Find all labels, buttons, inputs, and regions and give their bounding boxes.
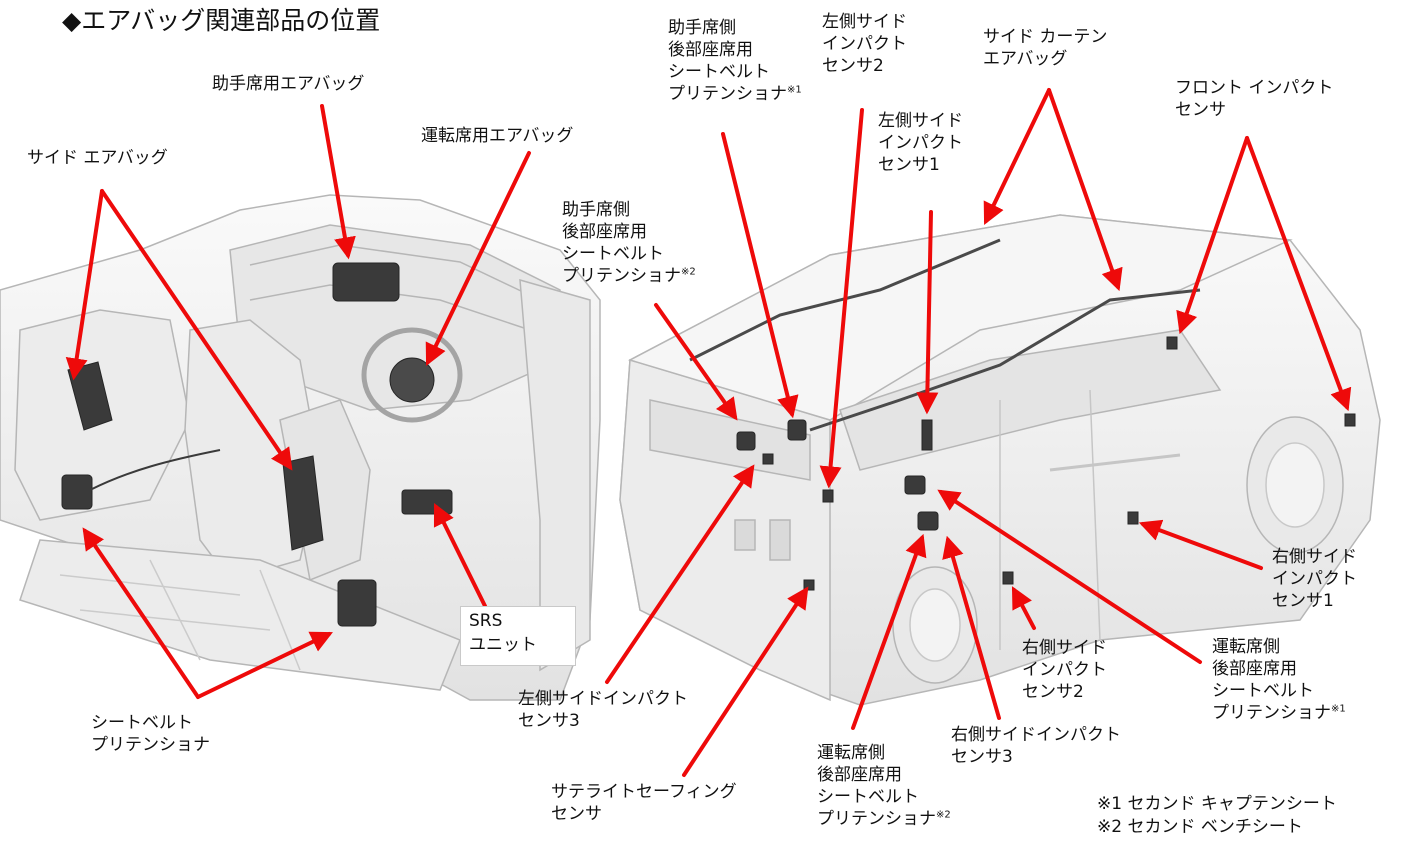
footnote-1: ※1 セカンド キャプテンシート: [1097, 794, 1337, 814]
arrow-front-impact-2: [1245, 136, 1352, 412]
arrow-pass-rear-pretensioner-1: [721, 132, 799, 419]
left-impact-sensor-1-module: [921, 419, 933, 451]
driver-rear-pretensioner-1-module: [904, 475, 926, 495]
driver-rear-pretensioner-2-module: [917, 511, 939, 531]
arrow-side-airbag-2: [100, 189, 293, 471]
srs-unit-module: [401, 489, 453, 515]
arrow-side-airbag-1: [65, 189, 104, 381]
satellite-safing-sensor-module: [803, 579, 815, 591]
label-left-impact-sensor-3: 左側サイドインパクト センサ3: [518, 689, 688, 731]
arrow-driver-airbag: [425, 151, 531, 366]
left-impact-sensor-2-module: [822, 489, 834, 503]
front-impact-sensor-left-module: [1166, 336, 1178, 350]
footnote-mark-2: ※2: [681, 266, 696, 278]
exterior-components: [736, 336, 1356, 591]
arrow-curtain-airbag-1: [983, 88, 1051, 225]
curtain-rail-left: [689, 238, 1001, 362]
footnote-2: ※2 セカンド ベンチシート: [1097, 817, 1303, 837]
arrow-front-impact-1: [1176, 136, 1249, 335]
interior-cutaway: [0, 194, 601, 701]
label-left-impact-sensor-2: 左側サイド インパクト センサ2: [822, 12, 907, 76]
label-srs-unit: SRS ユニット: [460, 606, 576, 666]
arrow-right-impact-1: [1138, 519, 1263, 570]
label-side-curtain-airbag: サイド カーテン エアバッグ: [983, 27, 1108, 69]
arrow-left-impact-3: [605, 464, 755, 684]
label-side-airbag: サイド エアバッグ: [27, 148, 168, 168]
label-pass-rear-pretensioner-1: 助手席側 後部座席用 シートベルト プリテンショナ※1: [668, 18, 802, 104]
footnote-mark-1-b: ※1: [1331, 703, 1346, 715]
arrow-driver-rear-pretensioner-1: [937, 489, 1202, 664]
arrow-pass-rear-pretensioner-2: [654, 303, 738, 421]
arrow-right-impact-3: [942, 535, 1001, 720]
curtain-airbag-rails: [689, 238, 1201, 432]
footnotes: ※1 セカンド キャプテンシート ※2 セカンド ベンチシート: [1097, 793, 1337, 839]
arrow-left-impact-2: [819, 108, 864, 489]
label-left-impact-sensor-1: 左側サイド インパクト センサ1: [878, 111, 963, 175]
left-impact-sensor-3-module: [762, 453, 774, 465]
arrow-satellite-safing: [682, 586, 809, 777]
label-driver-rear-pretensioner-1: 運転席側 後部座席用 シートベルト プリテンショナ※1: [1212, 637, 1346, 723]
arrow-curtain-airbag-2: [1047, 88, 1123, 292]
label-driver-airbag: 運転席用エアバッグ: [421, 126, 574, 146]
label-right-impact-sensor-1: 右側サイド インパクト センサ1: [1272, 547, 1357, 611]
label-passenger-airbag: 助手席用エアバッグ: [212, 74, 365, 94]
label-driver-rear-pretensioner-2: 運転席側 後部座席用 シートベルト プリテンショナ※2: [817, 743, 951, 829]
arrow-driver-rear-pretensioner-2: [851, 533, 927, 730]
label-front-impact-sensor: フロント インパクト センサ: [1175, 78, 1334, 120]
label-pass-rear-pretensioner-2: 助手席側 後部座席用 シートベルト プリテンショナ※2: [562, 200, 696, 286]
harness-line: [89, 449, 221, 491]
arrow-passenger-airbag: [320, 104, 356, 260]
van-exterior: [619, 214, 1381, 706]
label-right-impact-sensor-3: 右側サイドインパクト センサ3: [951, 725, 1121, 767]
right-impact-sensor-1-module: [1127, 511, 1139, 525]
arrow-pretensioner-1: [82, 527, 200, 699]
arrow-right-impact-2: [1011, 586, 1036, 630]
pass-rear-pretensioner-2-module: [736, 431, 756, 451]
curtain-rail-right: [809, 288, 1201, 432]
pretensioner-left-module: [61, 474, 93, 510]
page-title: ◆エアバッグ関連部品の位置: [62, 6, 381, 35]
passenger-airbag-module: [332, 262, 400, 302]
footnote-mark-1: ※1: [787, 84, 802, 96]
front-impact-sensor-right-module: [1344, 413, 1356, 427]
label-right-impact-sensor-2: 右側サイド インパクト センサ2: [1022, 638, 1107, 702]
footnote-mark-2-b: ※2: [936, 809, 951, 821]
arrow-pretensioner-2: [196, 631, 333, 699]
pretensioner-right-module: [337, 579, 377, 627]
arrow-left-impact-1: [916, 210, 939, 415]
label-satellite-safing-sensor: サテライトセーフィング センサ: [551, 782, 737, 824]
pass-rear-pretensioner-1-module: [787, 419, 807, 441]
right-impact-sensor-2-module: [1002, 571, 1014, 585]
driver-airbag-module: [389, 357, 435, 403]
side-airbag-right-module: [282, 455, 324, 551]
interior-components: [61, 262, 453, 627]
leader-arrows: [65, 88, 1352, 777]
label-seatbelt-pretensioner: シートベルト プリテンショナ: [91, 713, 210, 755]
arrow-srs-unit: [433, 503, 487, 608]
